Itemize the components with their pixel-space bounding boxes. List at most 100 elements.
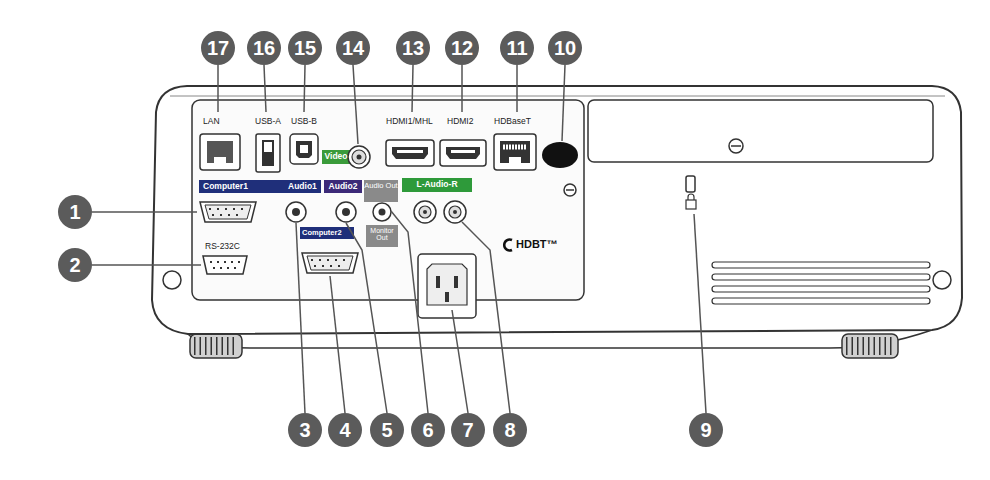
vga-pins xyxy=(311,259,350,261)
rca-jack xyxy=(453,210,457,214)
callout-number: 13 xyxy=(402,38,424,58)
callout-number: 17 xyxy=(207,38,229,58)
hdbaset-tab xyxy=(509,157,521,163)
callout-number: 16 xyxy=(253,38,275,58)
label-holder: L-Audio-R xyxy=(402,180,472,189)
callout-circle: 16 xyxy=(247,31,281,65)
lock-icon xyxy=(686,200,696,209)
projector-body xyxy=(152,86,962,334)
vga-pins xyxy=(209,208,248,210)
callout-circle: 15 xyxy=(288,31,322,65)
label-holder: USB-B xyxy=(291,117,317,126)
hdmi-slit xyxy=(451,150,475,153)
leader-line xyxy=(516,65,518,112)
screw-slot xyxy=(566,189,574,191)
leader-line xyxy=(452,310,468,413)
leader-line xyxy=(694,214,706,413)
vent-slot xyxy=(712,286,930,292)
callout-number: 15 xyxy=(294,38,316,58)
audio-jack xyxy=(373,203,391,221)
vga-socket xyxy=(205,205,251,219)
hdmi-port xyxy=(440,140,486,166)
callout-circle: 12 xyxy=(445,31,479,65)
port-label: USB-A xyxy=(255,117,281,126)
callout-circle: 5 xyxy=(370,413,404,447)
serial-pins xyxy=(213,267,238,269)
port-label: Computer1 xyxy=(203,182,248,191)
foot-ribs xyxy=(194,337,238,355)
port-label: Computer2 xyxy=(302,229,342,237)
left-foot xyxy=(190,334,242,358)
port-label: RS-232C xyxy=(205,242,240,251)
usb-a-socket xyxy=(262,140,274,166)
audio-jack xyxy=(292,208,300,216)
lan-socket xyxy=(207,141,233,163)
video-jack xyxy=(348,146,370,168)
port-label: Audio2 xyxy=(324,182,362,191)
audio-out-tag xyxy=(364,180,398,202)
callout-number: 4 xyxy=(339,420,350,440)
label-holder: HDMI2 xyxy=(447,117,473,126)
leader-line xyxy=(391,211,428,413)
l-audio-r-band xyxy=(402,178,472,192)
callout-number: 12 xyxy=(451,38,473,58)
callout-circle: 13 xyxy=(396,31,430,65)
leader-line xyxy=(562,65,565,141)
security-slot xyxy=(686,176,695,192)
power-socket xyxy=(427,264,467,305)
serial-port xyxy=(203,256,247,274)
callout-circle: 3 xyxy=(288,413,322,447)
hdmi-slit xyxy=(397,150,423,153)
screw xyxy=(564,184,576,196)
leader-line xyxy=(346,223,387,413)
usb-b-tongue xyxy=(300,145,308,153)
rca-jack xyxy=(444,201,466,223)
computer2-band xyxy=(300,227,354,239)
body-detail xyxy=(933,271,951,289)
audio-jack xyxy=(336,202,356,222)
port-label: Video xyxy=(322,152,350,161)
callout-circle: 8 xyxy=(493,413,527,447)
audio-jack xyxy=(286,202,306,222)
label-holder: RS-232C xyxy=(205,242,240,251)
callout-number: 8 xyxy=(504,420,515,440)
label-holder: HDBaseT xyxy=(494,117,531,126)
rca-jack xyxy=(423,210,427,214)
usb-a-tongue xyxy=(264,142,272,152)
hdbaset-socket xyxy=(500,141,530,163)
hdmi-socket xyxy=(392,147,428,159)
callout-circle: 6 xyxy=(411,413,445,447)
leader-line xyxy=(330,276,345,413)
label-holder: LAN xyxy=(203,117,220,126)
callout-number: 10 xyxy=(554,38,576,58)
rca-jack xyxy=(414,201,436,223)
leader-line xyxy=(462,222,510,413)
hdbaset-pins xyxy=(503,145,527,150)
label-holder: Computer2 xyxy=(302,229,342,237)
label-holder: Audio1 xyxy=(288,182,317,191)
connector-panel xyxy=(192,100,584,300)
lan-port xyxy=(200,134,240,170)
callout-circle: 14 xyxy=(336,31,370,65)
rca-jack xyxy=(449,206,461,218)
lock-icon xyxy=(688,194,694,200)
port-label: Monitor Out xyxy=(366,227,398,242)
audio2-band xyxy=(324,180,362,193)
callout-number: 1 xyxy=(69,202,80,222)
video-tag xyxy=(322,150,350,164)
audio-jack xyxy=(342,208,350,216)
video-jack xyxy=(352,150,366,164)
power-inlet xyxy=(418,254,476,318)
callout-circle: 9 xyxy=(689,413,723,447)
body-edge xyxy=(170,96,945,97)
usb-b-socket xyxy=(296,141,312,158)
leader-line xyxy=(296,223,305,413)
hdmi-socket xyxy=(446,147,480,159)
vga-port xyxy=(200,202,256,222)
vga-port xyxy=(302,253,358,273)
screw xyxy=(729,139,743,153)
leader-line xyxy=(217,65,219,112)
port-label: LAN xyxy=(203,117,220,126)
port-label: HDMI2 xyxy=(447,117,473,126)
callout-number: 2 xyxy=(69,255,80,275)
